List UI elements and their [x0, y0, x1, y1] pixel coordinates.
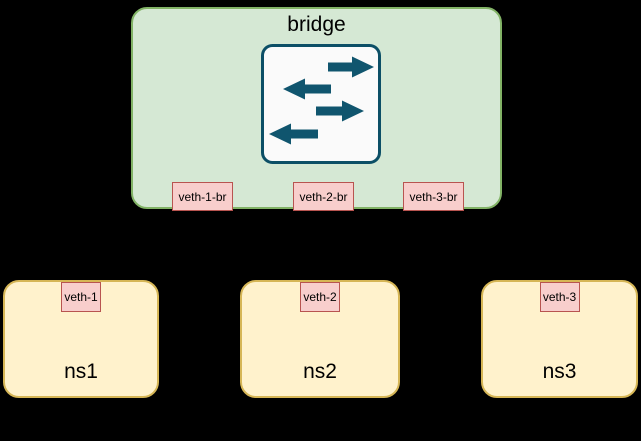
namespace-node-ns2: veth-2 ns2 [240, 280, 400, 398]
bridge-node: bridge veth-1-br veth-2-br veth-3-br [131, 7, 502, 211]
namespace-node-ns1: veth-1 ns1 [3, 280, 159, 398]
port-veth-3-label: veth-3 [542, 290, 577, 304]
port-veth-1-br-label: veth-1-br [178, 189, 227, 204]
namespace-label-ns3: ns3 [542, 360, 577, 383]
namespace-label-ns1: ns1 [64, 360, 98, 383]
port-veth-2-br: veth-2-br [293, 182, 354, 211]
namespace-node-ns3: veth-3 ns3 [481, 280, 638, 398]
namespace-label-ns2: ns2 [303, 360, 337, 383]
port-veth-2-br-label: veth-2-br [299, 189, 348, 204]
port-veth-3-br: veth-3-br [403, 182, 464, 211]
network-switch-icon [261, 44, 381, 164]
port-veth-3-br-label: veth-3-br [409, 189, 458, 204]
port-veth-1-label: veth-1 [64, 290, 98, 304]
port-veth-3: veth-3 [539, 282, 580, 312]
port-veth-1-br: veth-1-br [172, 182, 233, 211]
bridge-label: bridge [287, 13, 346, 36]
port-veth-2: veth-2 [300, 282, 340, 312]
port-veth-1: veth-1 [61, 282, 101, 312]
port-veth-2-label: veth-2 [303, 290, 337, 304]
